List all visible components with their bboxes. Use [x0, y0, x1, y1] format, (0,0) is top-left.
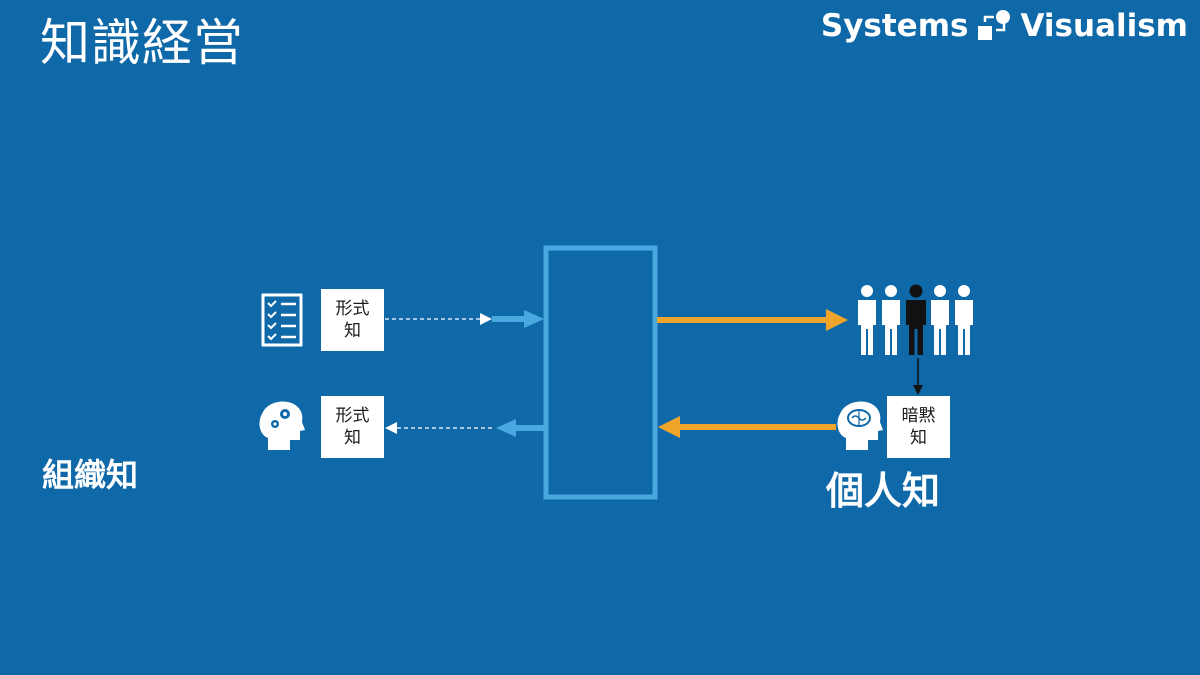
orange-arrowhead-right: [826, 309, 848, 331]
small-arrowhead-top: [480, 313, 492, 325]
people-group-icon: [858, 284, 973, 355]
brand-text-left: Systems: [820, 8, 969, 44]
black-arrowhead-down: [913, 385, 923, 395]
brand-text-right: Visualism: [1020, 8, 1188, 44]
center-box: [543, 245, 658, 500]
head-gears-icon: [259, 401, 305, 450]
organizational-knowledge-label: 組織知: [42, 456, 139, 494]
page-title: 知識経営: [40, 14, 244, 72]
individual-knowledge-label: 個人知: [826, 469, 941, 513]
small-arrowhead-bottom: [385, 422, 397, 434]
tacit-knowledge-label: 暗黙知: [901, 406, 936, 448]
head-brain-icon: [837, 401, 883, 450]
orange-arrowhead-left: [658, 416, 680, 438]
explicit-knowledge-label-bottom: 形式知: [335, 406, 370, 448]
brand-logo: Systems Visualism: [821, 8, 1188, 44]
tacit-knowledge-box: 暗黙知: [887, 396, 950, 458]
explicit-knowledge-box-top: 形式知: [321, 289, 384, 351]
explicit-knowledge-label-top: 形式知: [335, 299, 370, 341]
checklist-icon: [261, 293, 303, 347]
blue-arrowhead-in: [524, 310, 544, 328]
explicit-knowledge-box-bottom: 形式知: [321, 396, 384, 458]
systems-logo-icon: [978, 10, 1011, 40]
blue-arrowhead-out: [496, 419, 516, 437]
